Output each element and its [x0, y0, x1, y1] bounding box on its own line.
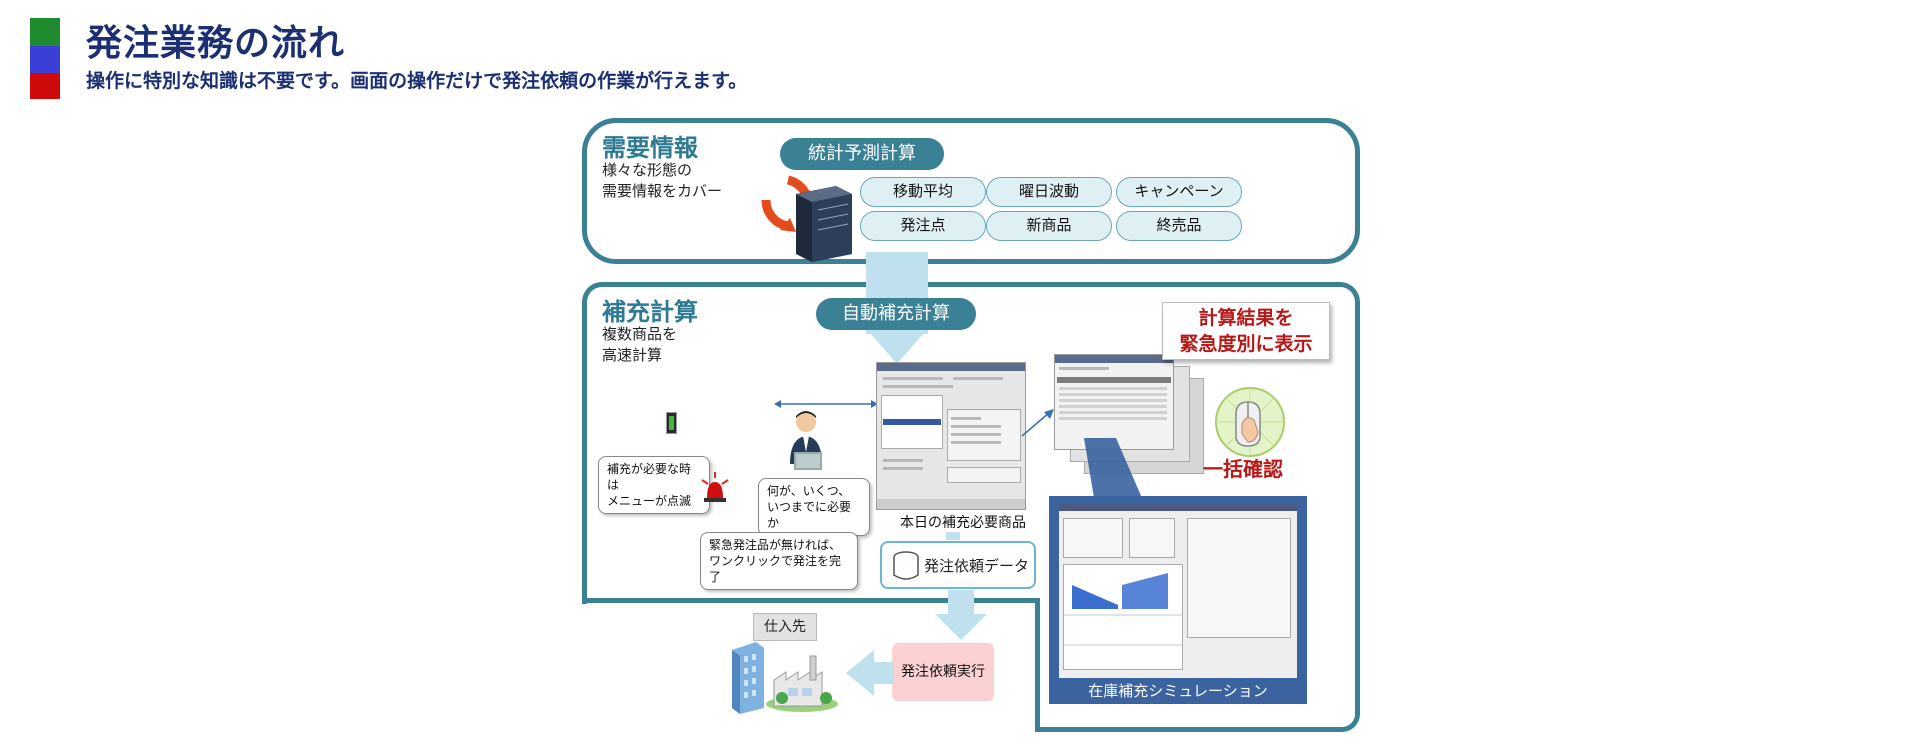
arrow-left — [872, 662, 894, 684]
server-icon — [761, 175, 852, 262]
logo-bar-blue — [30, 46, 60, 73]
replenish-title: 補充計算 — [602, 298, 698, 326]
replenish-panel-step — [582, 598, 1040, 603]
connector-arrow-icon — [1021, 409, 1054, 437]
arrow-left-head — [846, 650, 874, 696]
logo-bar-green — [30, 18, 60, 46]
execute-order-box: 発注依頼実行 — [892, 643, 994, 701]
arrow-down-3-head — [935, 614, 987, 640]
bulk-confirm-label: 一括確認 — [1203, 457, 1283, 481]
order-data-label: 発注依頼データ — [924, 557, 1030, 575]
auto-replenish-head: 自動補充計算 — [816, 298, 976, 330]
simulation-label: 在庫補充シミュレーション — [1088, 682, 1268, 700]
replenish-panel-lower — [1035, 598, 1360, 732]
callout-menu-blink: 補充が必要な時は メニューが点滅 — [598, 456, 710, 514]
order-data-box: 発注依頼データ — [880, 541, 1036, 589]
replenish-desc: 複数商品を 高速計算 — [602, 325, 678, 364]
demand-title: 需要情報 — [602, 134, 698, 162]
replenish-screen — [876, 362, 1026, 510]
supplier-label: 仕入先 — [753, 613, 817, 641]
arrow-down-1-head — [871, 334, 923, 364]
person-icon — [790, 411, 822, 470]
logo-bar-red — [30, 73, 60, 99]
item-campaign: キャンペーン — [1116, 177, 1242, 207]
today-label: 本日の補充必要商品 — [900, 515, 1026, 531]
results-title-box — [1162, 302, 1330, 360]
building-factory-icon — [732, 642, 838, 714]
page-title: 発注業務の流れ — [86, 23, 346, 64]
callout-what-when: 何が、いくつ、 いつまでに必要か — [758, 478, 870, 536]
results-screen — [1054, 354, 1174, 450]
callout-one-click: 緊急発注品が無ければ、 ワンクリックで発注を完了 — [700, 532, 858, 590]
arrow-down-3 — [948, 590, 974, 616]
results-title: 計算結果を 緊急度別に表示 — [1179, 307, 1313, 355]
simulation-screen: 在庫補充シミュレーション — [1049, 496, 1307, 704]
alarm-light-icon — [701, 472, 729, 502]
page-subtitle: 操作に特別な知識は不要です。画面の操作だけで発注依頼の作業が行えます。 — [86, 70, 748, 92]
item-order-point: 発注点 — [860, 211, 986, 241]
mouse-click-icon — [1215, 387, 1285, 457]
item-moving-average: 移動平均 — [860, 177, 986, 207]
arrow-down-2 — [946, 532, 960, 540]
item-new-product: 新商品 — [986, 211, 1112, 241]
forecast-head: 統計予測計算 — [780, 138, 944, 170]
item-discontinued: 終売品 — [1116, 211, 1242, 241]
menu-indicator-icon — [666, 412, 677, 434]
range-arrow-icon — [774, 400, 878, 408]
item-weekday: 曜日波動 — [986, 177, 1112, 207]
database-icon — [893, 551, 919, 580]
demand-desc: 様々な形態の 需要情報をカバー — [602, 161, 723, 200]
zoom-connector-shape — [1084, 438, 1142, 498]
